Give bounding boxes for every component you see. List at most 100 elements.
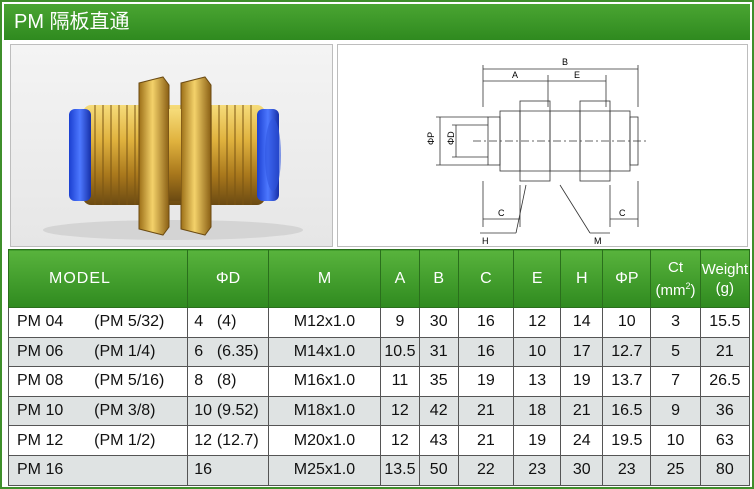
cell-c: 16 [457,307,515,338]
cell-a: 12 [380,425,420,456]
cell-weight: 15.5 [699,307,751,338]
page-title: PM 隔板直通 [4,4,750,40]
cell-m: M16x1.0 [267,366,382,397]
cell-inch-model: (PM 1/2) [88,425,189,456]
drawing-label-d: ΦD [446,131,456,145]
cell-model: PM 08 [8,366,89,397]
cell-b: 35 [418,366,459,397]
cell-e: 23 [513,454,562,486]
drawing-label-b: B [562,57,568,67]
cell-c: 22 [457,454,515,486]
cell-m: M20x1.0 [267,425,382,456]
cell-b: 50 [418,454,459,486]
cell-e: 13 [513,366,562,397]
cell-h: 24 [560,425,604,456]
header-ct-line2: (mm [655,281,686,299]
cell-d: 6 [187,336,213,368]
cell-weight: 80 [699,454,751,486]
header-ct-line1: Ct [668,258,684,276]
cell-m: M18x1.0 [267,395,382,427]
cell-m: M25x1.0 [267,454,382,486]
cell-p: 13.7 [602,366,652,397]
dimension-diagram: B A E ΦP ΦD C C H M [426,57,648,246]
bulkhead-union-image [43,76,303,240]
dimension-drawing: B A E ΦP ΦD C C H M [337,44,748,247]
spec-table: MODEL ΦD M A B C E H ΦP Ct (mm2) Weight … [7,249,751,486]
cell-inch-model: (PM 1/4) [88,336,189,368]
cell-d-inch: (9.52) [212,395,269,427]
header-ct: Ct (mm2) [650,249,701,308]
cell-ct: 9 [650,395,701,427]
cell-b: 31 [418,336,459,368]
cell-d-inch: (6.35) [212,336,269,368]
cell-d-inch [212,454,269,486]
product-photo [10,44,333,247]
header-ct-sup: 2 [685,280,691,291]
drawing-label-p: ΦP [426,132,436,145]
cell-ct: 7 [650,366,701,397]
header-model: MODEL [7,249,189,308]
drawing-label-h: H [482,236,489,246]
table-header-row: MODEL ΦD M A B C E H ΦP Ct (mm2) Weight … [7,249,751,308]
cell-b: 43 [418,425,459,456]
cell-model: PM 04 [8,307,89,338]
header-e: E [513,249,562,308]
cell-ct: 10 [650,425,701,456]
cell-a: 9 [380,307,420,338]
drawing-label-e: E [574,70,580,80]
cell-c: 21 [457,395,515,427]
drawing-label-m: M [594,236,602,246]
cell-d-inch: (12.7) [212,425,269,456]
cell-ct: 3 [650,307,701,338]
cell-c: 16 [457,336,515,368]
cell-e: 19 [513,425,562,456]
cell-model: PM 06 [8,336,89,368]
header-m: M [267,249,382,308]
header-b: B [418,249,459,308]
cell-a: 11 [380,366,420,397]
cell-model: PM 12 [8,425,89,456]
header-a: A [380,249,420,308]
cell-m: M12x1.0 [267,307,382,338]
cell-inch-model [88,454,189,486]
header-weight-line1: Weight [701,260,749,278]
cell-c: 19 [457,366,515,397]
header-d: ΦD [187,249,269,308]
drawing-label-a: A [512,70,518,80]
cell-d: 4 [187,307,213,338]
cell-a: 13.5 [380,454,420,486]
header-ct-close: ) [690,281,696,299]
cell-ct: 5 [650,336,701,368]
header-weight: Weight (g) [699,249,751,308]
cell-model: PM 16 [8,454,89,486]
header-p: ΦP [602,249,652,308]
cell-e: 18 [513,395,562,427]
cell-p: 23 [602,454,652,486]
cell-p: 12.7 [602,336,652,368]
cell-e: 10 [513,336,562,368]
cell-b: 30 [418,307,459,338]
cell-h: 21 [560,395,604,427]
header-weight-line2: (g) [715,279,734,297]
cell-a: 12 [380,395,420,427]
drawing-label-c-right: C [619,208,626,218]
cell-weight: 63 [699,425,751,456]
drawing-label-c-left: C [498,208,505,218]
cell-p: 16.5 [602,395,652,427]
cell-h: 30 [560,454,604,486]
cell-d: 10 [187,395,213,427]
cell-inch-model: (PM 5/16) [88,366,189,397]
header-c: C [457,249,515,308]
cell-c: 21 [457,425,515,456]
cell-inch-model: (PM 3/8) [88,395,189,427]
cell-weight: 21 [699,336,751,368]
cell-e: 12 [513,307,562,338]
cell-a: 10.5 [380,336,420,368]
